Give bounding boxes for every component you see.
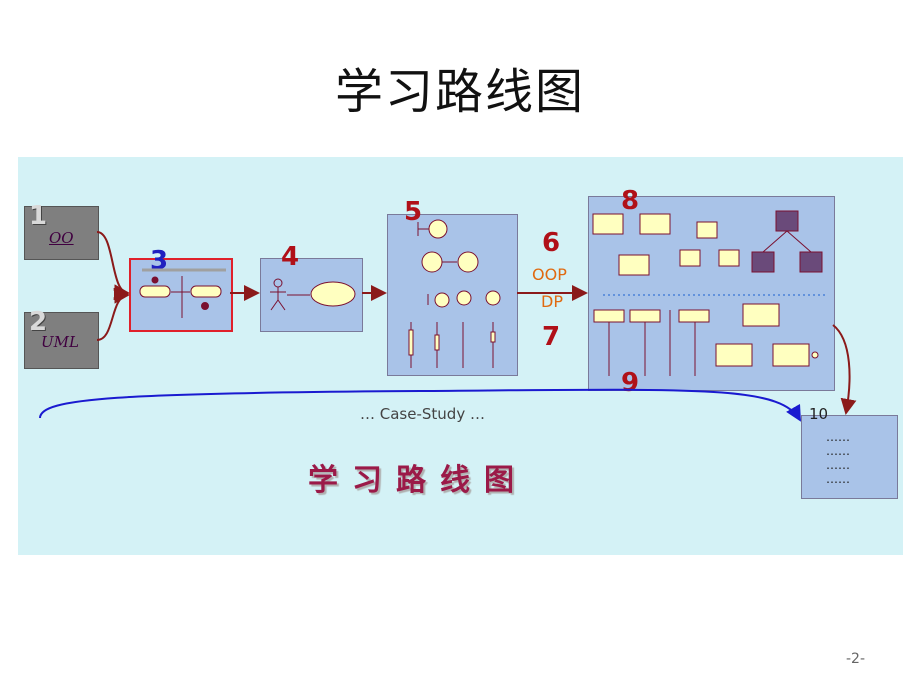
arrow-1-to-3 — [96, 231, 130, 301]
step-6-number: 6 — [542, 228, 561, 258]
use-case-glyphs — [270, 278, 356, 311]
page-number: -2- — [846, 651, 866, 667]
step-6-dp-label: DP — [541, 292, 563, 311]
step-7-number: 7 — [542, 322, 561, 352]
step-8-number: 8 — [621, 186, 640, 216]
robustness-glyphs — [408, 219, 501, 368]
step-4-number: 4 — [281, 242, 300, 272]
page-title: 学习路线图 — [334, 64, 585, 120]
step-10-box — [801, 415, 898, 499]
arrow-2-to-3 — [96, 287, 130, 341]
step-2-number: 2 — [29, 307, 48, 337]
activity-diagram-glyphs — [139, 268, 226, 318]
step-6-oop-label: OOP — [532, 265, 567, 284]
case-study-label: … Case-Study … — [360, 405, 485, 423]
step-10-dots: …… …… …… …… — [826, 430, 850, 486]
case-study-curve — [39, 388, 801, 422]
step-2-uml-box: 2 UML — [24, 307, 99, 369]
step-2-label: UML — [41, 333, 79, 351]
design-glyphs — [592, 210, 826, 376]
bottom-title: 学习路线图 — [308, 463, 528, 498]
step-5-number: 5 — [404, 197, 423, 227]
step-1-label: OO — [49, 229, 74, 247]
step-1-oo-box: 1 OO — [24, 201, 99, 260]
step-1-number: 1 — [29, 201, 48, 231]
arrow-9-to-10 — [832, 324, 857, 415]
step-10-number: 10 — [809, 405, 829, 423]
